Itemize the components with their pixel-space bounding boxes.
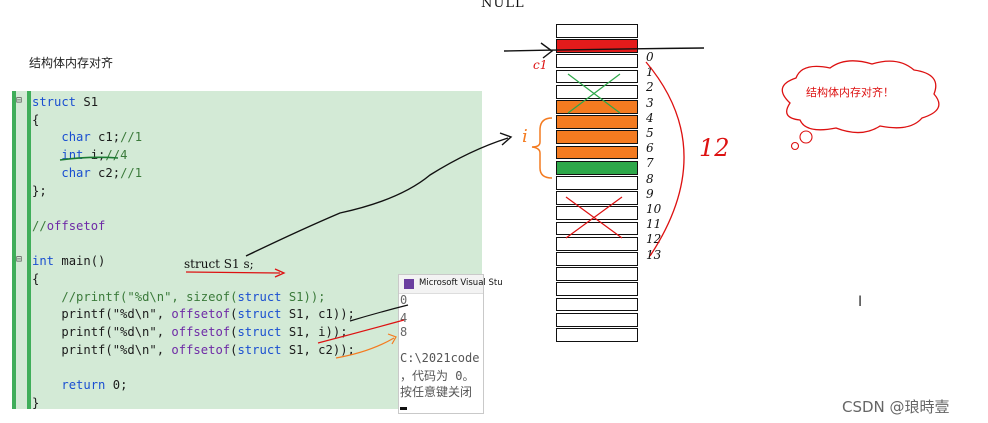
code-line[interactable]: //printf("%d\n", sizeof(struct S1));	[61, 289, 326, 304]
memory-byte-cell	[556, 24, 638, 38]
editor-change-bar	[27, 91, 31, 409]
console-app-icon	[404, 279, 414, 289]
code-line[interactable]: struct S1	[32, 95, 99, 109]
memory-byte-cell	[556, 130, 638, 145]
offset-label: 7	[646, 156, 654, 171]
offset-label: 10	[646, 202, 662, 216]
memory-byte-cell	[556, 145, 638, 160]
fold-toggle-icon[interactable]: ⊟	[16, 254, 23, 265]
offset-label: 9	[646, 186, 654, 201]
code-line[interactable]: int main()	[32, 254, 106, 269]
offset-label: 13	[646, 247, 662, 262]
memory-byte-cell	[556, 267, 638, 282]
console-cursor	[400, 407, 407, 410]
code-line[interactable]: //offsetof	[32, 218, 106, 233]
memory-byte-cell	[556, 191, 638, 206]
memory-byte-cell	[556, 328, 638, 342]
console-output-line: 0	[400, 293, 408, 307]
memory-byte-cell	[556, 252, 638, 266]
fold-toggle-icon[interactable]: ⊟	[16, 95, 23, 106]
code-line[interactable]: return 0;	[61, 378, 128, 393]
null-note: NULL	[481, 0, 525, 11]
memory-byte-cell	[556, 236, 638, 251]
offset-label: 1	[646, 65, 654, 80]
watermark: CSDN @琅時壹	[842, 398, 950, 416]
console-path-line: C:\2021code	[400, 351, 480, 365]
i-label: i	[522, 126, 528, 147]
offset-label: 5	[646, 126, 654, 140]
memory-byte-cell	[556, 115, 638, 130]
memory-byte-cell	[556, 54, 638, 69]
console-window[interactable]: Microsoft Visual Stu 0 4 8 C:\2021code ，…	[398, 274, 503, 414]
offset-label: 2	[646, 80, 654, 95]
memory-byte-cell	[556, 221, 638, 236]
code-line[interactable]: {	[32, 272, 40, 286]
code-line[interactable]: }	[32, 395, 40, 410]
console-output-line: 4	[400, 311, 408, 325]
code-line[interactable]: printf("%d\n", offsetof(struct S1, c2));	[32, 342, 355, 357]
memory-byte-cell	[556, 160, 638, 175]
console-output-line: 8	[400, 325, 408, 339]
offset-label: 8	[646, 171, 654, 186]
code-line[interactable]: printf("%d\n", offsetof(struct S1, i));	[32, 325, 348, 340]
cloud-note: 结构体内存对齐！	[806, 86, 894, 99]
code-line[interactable]: {	[32, 112, 40, 127]
struct-declaration-note: struct S1 s;	[184, 257, 254, 271]
size-label: 12	[699, 134, 730, 162]
console-titlebar[interactable]: Microsoft Visual Stu	[399, 275, 503, 294]
c1-label: c1	[533, 58, 548, 72]
offset-label: 11	[646, 217, 662, 232]
text-cursor-icon: I	[858, 294, 863, 310]
code-line[interactable]: char c2;//1	[61, 165, 143, 180]
memory-byte-cell	[556, 282, 638, 297]
console-title: Microsoft Visual Stu	[419, 278, 503, 288]
console-close-prompt: 按任意键关闭	[400, 385, 473, 399]
code-line[interactable]: printf("%d\n", offsetof(struct S1, c1));	[32, 307, 355, 322]
code-line[interactable]: };	[32, 183, 47, 198]
memory-byte-cell	[556, 312, 638, 327]
code-line[interactable]: char c1;//1	[61, 130, 143, 145]
offset-label: 0	[646, 50, 654, 64]
memory-byte-cell	[556, 176, 638, 190]
offset-label: 4	[646, 110, 654, 125]
offset-label: 3	[646, 95, 654, 110]
page-heading: 结构体内存对齐	[29, 56, 114, 70]
console-exit-line: ，代码为 0。	[400, 369, 475, 383]
editor-gutter	[12, 91, 16, 409]
memory-byte-cell	[556, 297, 638, 312]
offset-label: 6	[646, 141, 654, 156]
